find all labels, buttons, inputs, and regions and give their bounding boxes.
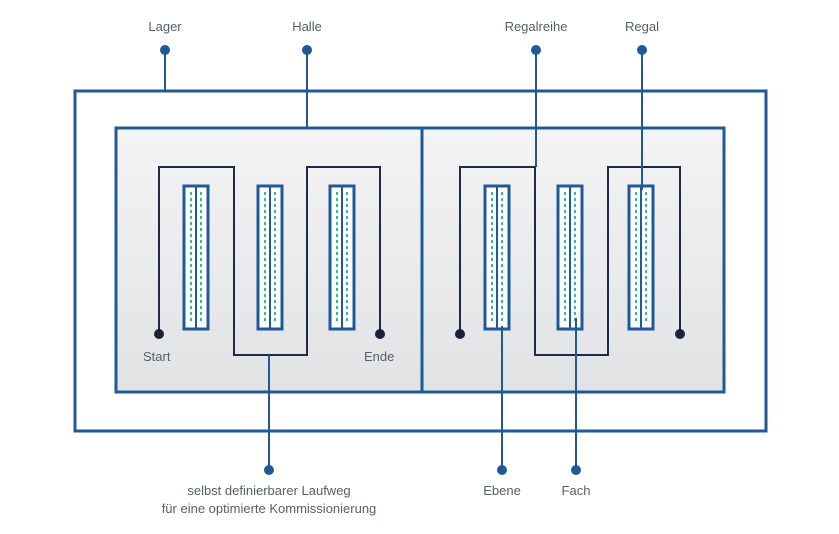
shelf-rack (328, 184, 356, 331)
fach-label: Fach (561, 483, 591, 498)
regalreihe-pin (531, 45, 541, 55)
regal-pin (637, 45, 647, 55)
start-dot (154, 329, 164, 339)
route-path-left (158, 166, 381, 356)
halle-pin (302, 45, 312, 55)
lager-pin (160, 45, 170, 55)
route-dot-right-end (675, 329, 685, 339)
shelf-rack (627, 184, 655, 331)
regal-label: Regal (625, 19, 659, 34)
ende-label: Ende (364, 349, 395, 364)
ebene-label: Ebene (483, 483, 521, 498)
racks-group (182, 184, 655, 331)
route-path-right (459, 166, 681, 356)
route-dot-right-start (455, 329, 465, 339)
shelf-rack (182, 184, 210, 331)
ebene-pin (497, 465, 507, 475)
laufweg-pin (264, 465, 274, 475)
fach-pin (571, 465, 581, 475)
laufweg-label-line2: für eine optimierte Kommissionierung (161, 501, 377, 516)
shelf-rack (556, 184, 584, 331)
laufweg-label-line1: selbst definierbarer Laufweg (187, 483, 351, 498)
halle-label: Halle (292, 19, 322, 34)
shelf-rack (483, 184, 511, 331)
end-dot (375, 329, 385, 339)
regalreihe-label: Regalreihe (504, 19, 568, 34)
start-label: Start (143, 349, 171, 364)
lager-label: Lager (148, 19, 182, 34)
shelf-rack (256, 184, 284, 331)
